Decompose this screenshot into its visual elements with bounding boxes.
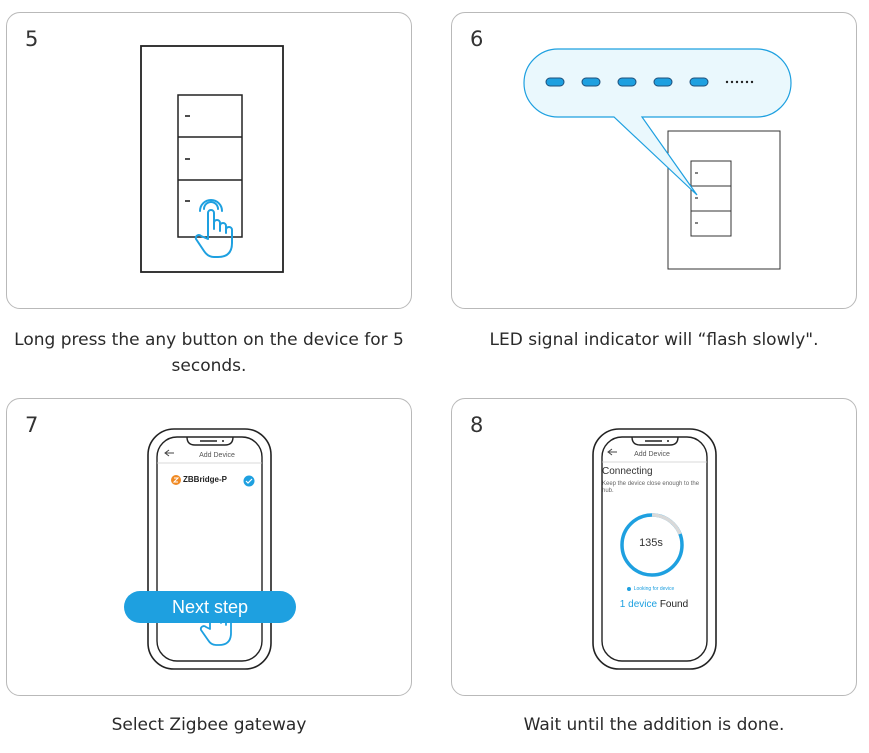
next-step-button[interactable]: Next step	[124, 591, 296, 623]
switch-illustration	[140, 45, 284, 273]
step-6-panel: 6	[451, 12, 857, 309]
check-icon	[243, 475, 255, 487]
timer-text: 135s	[639, 537, 663, 549]
found-count: 1 device	[619, 599, 658, 610]
step-6-caption: LED signal indicator will “flash slowly"…	[489, 330, 819, 350]
back-arrow-icon	[607, 448, 617, 456]
found-word: Found	[659, 599, 689, 610]
led-illustration	[523, 48, 792, 270]
phone-illustration	[147, 428, 272, 670]
found-text: 1 device Found	[602, 599, 706, 610]
step-7-caption: Select Zigbee gateway	[111, 715, 307, 735]
caption-line-1: Long press the any button on the device …	[14, 330, 404, 350]
screen-title: Add Device	[199, 452, 235, 459]
step-5-caption: Long press the any button on the device …	[0, 327, 418, 379]
step-number: 8	[470, 413, 484, 437]
step-number: 7	[25, 413, 39, 437]
loading-icon	[627, 587, 631, 591]
step-8-caption: Wait until the addition is done.	[523, 715, 785, 735]
caption-line-2: seconds.	[171, 356, 247, 376]
led-flash-icons	[545, 77, 709, 87]
step-number: 6	[470, 27, 484, 51]
step-7-panel: 7 Add Device ZBBridge-P Next step	[6, 398, 412, 696]
status-text: Connecting	[602, 466, 653, 477]
step-number: 5	[25, 27, 39, 51]
device-name[interactable]: ZBBridge-P	[183, 475, 227, 484]
screen-title: Add Device	[634, 451, 670, 458]
hint-text: Keep the device close enough to the hub.	[602, 481, 700, 494]
press-hand-icon	[194, 199, 233, 258]
step-5-panel: 5	[6, 12, 412, 309]
back-arrow-icon	[164, 449, 174, 457]
step-8-panel: 8 Add Device Connecting Keep the device …	[451, 398, 857, 696]
phone-illustration	[592, 428, 717, 670]
looking-text: Looking for device	[633, 586, 675, 592]
